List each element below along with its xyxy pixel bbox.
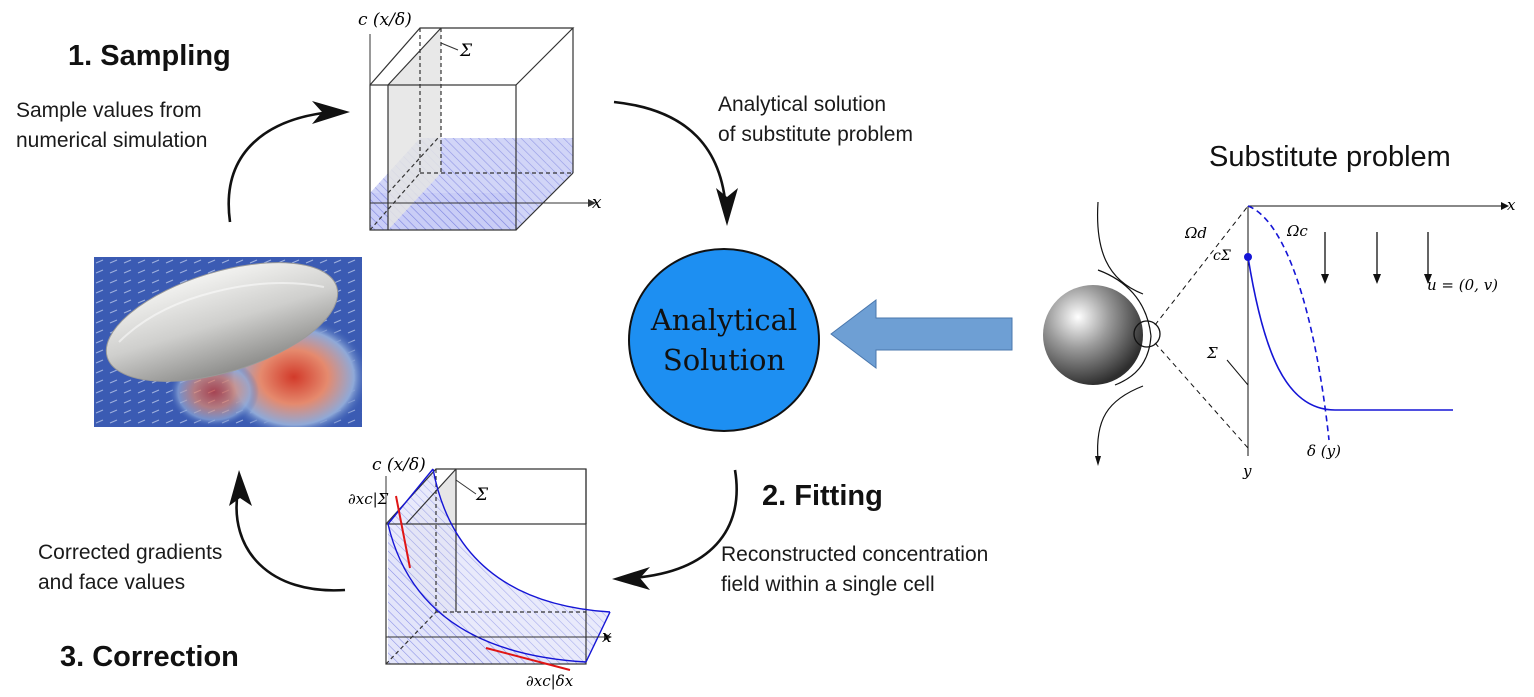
subst-x-label: x (1507, 196, 1516, 214)
substitute-diagram: x y Ωd Ωc cΣ Σ u = (0, v) δ (y) (1035, 190, 1525, 480)
arrow-analytical (613, 100, 728, 211)
subst-y-label: y (1242, 462, 1252, 480)
fitting-title: 2. Fitting (762, 480, 883, 512)
sampling-caption: Sample values from numerical simulation (16, 99, 208, 152)
fitting-caption: Reconstructed concentration field within… (721, 543, 989, 596)
analytical-caption: Analytical solution of substitute proble… (718, 93, 913, 146)
cell-top-sigma-label: Σ (459, 41, 473, 61)
arrow-sampling (227, 110, 333, 223)
c-sigma-label: cΣ (1213, 248, 1231, 264)
correction-title: 3. Correction (60, 641, 239, 673)
delta-label: δ (y) (1307, 442, 1341, 460)
arrow-fitting (631, 469, 738, 580)
grad-delta-label: ∂xc|δx (526, 672, 574, 690)
cell-bottom-y-label: c (x/δ) (372, 455, 426, 475)
correction-caption: Corrected gradients and face values (38, 541, 223, 594)
substitute-title: Substitute problem (1209, 141, 1451, 173)
cell-bottom-sigma-label: Σ (475, 485, 489, 505)
cell-bottom-x-label: x (602, 627, 612, 647)
cell-bottom-panel: c (x/δ) x Σ ∂xc|Σ ∂xc|δx (348, 452, 616, 692)
omega-c-label: Ωc (1286, 222, 1308, 240)
grad-sigma-label: ∂xc|Σ (348, 490, 389, 508)
arrow-substitute-to-solution (830, 298, 1013, 370)
velocity-label: u = (0, v) (1427, 276, 1498, 294)
arrow-correction (235, 489, 346, 592)
simulation-image (94, 257, 362, 427)
cell-top-panel: c (x/δ) x Σ (348, 8, 608, 235)
sampling-title: 1. Sampling (68, 40, 231, 72)
cell-top-y-label: c (x/δ) (358, 10, 412, 30)
cell-top-x-label: x (592, 193, 602, 213)
analytical-solution-circle: Analytical Solution (628, 248, 820, 432)
subst-sigma-label: Σ (1206, 344, 1218, 362)
analytical-solution-label: Analytical Solution (650, 303, 798, 377)
omega-d-label: Ωd (1184, 224, 1207, 242)
